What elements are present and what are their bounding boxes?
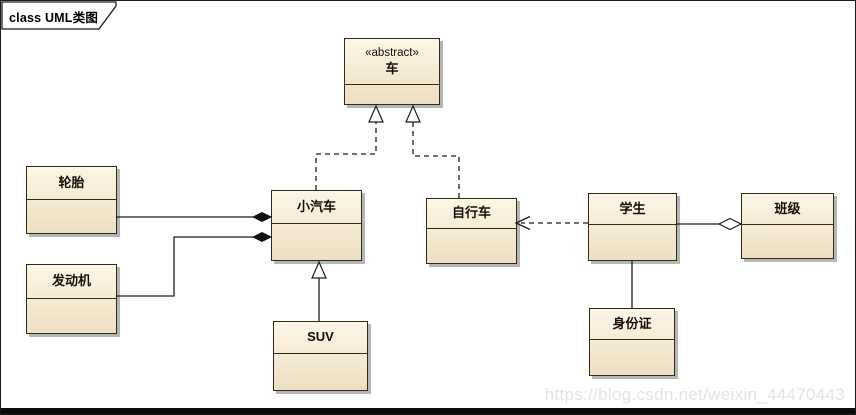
uml-class-idcard: 身份证: [589, 308, 675, 376]
hollow-diamond-icon: [717, 217, 743, 231]
filled-diamond-icon: [251, 231, 273, 243]
composition-connector-tire-car: [116, 211, 273, 223]
hollow-triangle-arrowhead-icon: [368, 104, 384, 123]
hollow-triangle-arrowhead-icon: [311, 260, 327, 279]
class-name: 身份证: [590, 309, 674, 340]
bottom-border-bar: [1, 408, 855, 414]
class-name: 自行车: [427, 199, 516, 229]
class-name: SUV: [274, 322, 367, 354]
stereotype-label: «abstract»: [365, 47, 419, 60]
class-body-compartment: [274, 354, 367, 390]
frame-tab-label: class UML类图: [9, 11, 99, 25]
class-name-compartment: «abstract» 车: [345, 39, 439, 85]
class-name: 轮胎: [27, 167, 116, 200]
dependency-connector-student-bicycle: [514, 215, 588, 231]
class-body-compartment: [590, 340, 674, 375]
uml-class-suv: SUV: [273, 321, 368, 391]
watermark: https://blog.csdn.net/weixin_44470443: [544, 385, 845, 404]
class-name: 学生: [589, 194, 676, 225]
class-body-compartment: [742, 225, 833, 258]
aggregation-connector-student-clazz: [676, 217, 743, 231]
class-body-compartment: [272, 224, 361, 260]
uml-class-engine: 发动机: [26, 264, 117, 334]
uml-class-bicycle: 自行车: [426, 198, 517, 264]
generalization-connector-suv-car: [311, 260, 327, 321]
open-arrowhead-icon: [514, 215, 531, 231]
class-body-compartment: [427, 229, 516, 263]
class-body-compartment: [589, 225, 676, 260]
filled-diamond-icon: [251, 211, 273, 223]
realization-connector-car-vehicle: [315, 104, 384, 190]
composition-connector-engine-car: [116, 231, 273, 297]
class-body-compartment: [27, 299, 116, 333]
class-body-compartment: [27, 200, 116, 233]
hollow-triangle-arrowhead-icon: [405, 104, 421, 123]
class-name: 小汽车: [272, 191, 361, 224]
class-name: 班级: [742, 194, 833, 225]
class-name: 发动机: [27, 265, 116, 299]
uml-class-student: 学生: [588, 193, 677, 261]
uml-class-vehicle: «abstract» 车: [344, 38, 440, 105]
class-body-compartment: [345, 85, 439, 104]
realization-connector-bicycle-vehicle: [405, 104, 460, 198]
class-name: 车: [385, 60, 399, 76]
uml-class-tire: 轮胎: [26, 166, 117, 234]
uml-class-car: 小汽车: [271, 190, 362, 261]
uml-class-clazz: 班级: [741, 193, 834, 259]
